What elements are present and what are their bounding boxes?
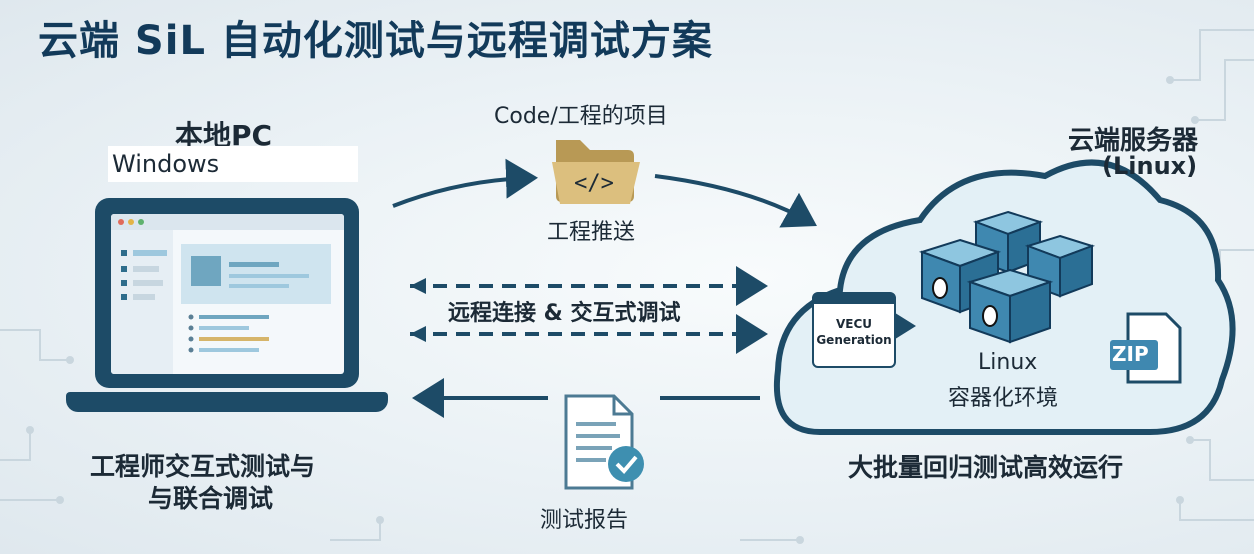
check-icon [608,446,644,482]
local-os-label: Windows [112,150,220,178]
bidirectional-arrow-bottom [410,314,768,354]
vecu-generation-box: VECU Generation [812,292,896,368]
bidirectional-arrow-top [410,266,768,306]
vecu-titlebar [814,294,894,304]
server-os-label: (Linux) [1102,152,1198,180]
laptop-base [66,392,388,412]
zip-file-icon [1110,312,1182,384]
bidirectional-label: 远程连接 & 交互式调试 [448,301,681,326]
page-title: 云端 SiL 自动化测试与远程调试方案 [38,18,713,64]
svg-text:</>: </> [574,171,614,196]
vecu-line2: Generation [816,333,892,347]
folder-icon: </> [552,140,640,204]
push-arrow-left [392,158,538,208]
container-cube-front [966,268,1054,344]
project-label: Code/工程的项目 [494,104,668,129]
zip-label: ZIP [1112,342,1149,366]
server-caption: 大批量回归测试高效运行 [848,453,1124,482]
push-arrow-right [654,174,817,228]
report-label: 测试报告 [540,508,629,533]
container-cube-right [1024,234,1096,298]
windows-label-box [108,146,358,182]
local-caption-line2: 与联合调试 [148,484,274,513]
push-label: 工程推送 [547,220,636,245]
vecu-line1: VECU [835,317,873,331]
linux-penguin-icon [982,305,998,327]
server-heading: 云端服务器 [1068,126,1199,156]
linux-penguin-icon [932,277,948,299]
container-label-line2: 容器化环境 [948,386,1059,411]
container-label-line1: Linux [978,350,1038,375]
local-caption-line1: 工程师交互式测试与 [90,452,316,481]
laptop-screen-content [111,214,344,374]
